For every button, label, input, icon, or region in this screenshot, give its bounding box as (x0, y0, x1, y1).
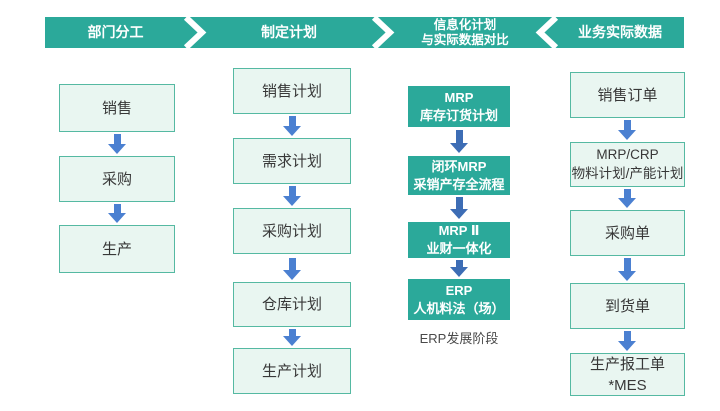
down-arrow (618, 258, 636, 281)
flow-box-label: MRP Ⅱ (438, 223, 480, 239)
flow-box-production: 生产 (59, 225, 175, 273)
flow-box-sales: 销售 (59, 84, 175, 132)
flow-box-label: 生产报工单 (589, 355, 665, 373)
flow-box-procurement: 采购 (59, 156, 175, 202)
flow-box-label: 采购单 (604, 224, 650, 242)
flow-box-sales-order: 销售订单 (570, 72, 685, 118)
flow-box-label: MRP/CRP (596, 146, 659, 162)
down-arrow (283, 258, 301, 280)
flow-box-label: 到货单 (604, 297, 650, 315)
down-arrow (450, 130, 468, 153)
down-arrow (618, 189, 636, 208)
flow-box-production-plan: 生产计划 (233, 348, 351, 394)
header-segment-label-line2: 与实际数据对比 (421, 32, 509, 47)
flow-box-purchase-plan: 采购计划 (233, 208, 351, 254)
flow-box-label-line2: 库存订货计划 (419, 107, 498, 123)
flow-box-label: MRP (444, 89, 474, 105)
flow-box-label-line2: *MES (608, 376, 647, 394)
flow-box-closed-loop-mrp: 闭环MRP 采销产存全流程 (408, 156, 510, 195)
flow-box-label: 销售 (101, 99, 132, 117)
down-arrow (450, 197, 468, 219)
flow-box-label: 销售计划 (261, 82, 322, 100)
header-segment-actual-data: 业务实际数据 (556, 17, 684, 48)
flow-box-label: 生产计划 (261, 362, 322, 380)
header-segment-departments: 部门分工 (45, 17, 186, 48)
header-segment-make-plans: 制定计划 (204, 17, 374, 48)
flow-box-purchase-order: 采购单 (570, 210, 685, 256)
header-segment-label: 信息化计划 (433, 17, 497, 32)
flow-box-label: 仓库计划 (261, 296, 322, 313)
down-arrow (283, 116, 301, 136)
header-segment-label: 制定计划 (261, 24, 317, 40)
flow-box-warehouse-plan: 仓库计划 (233, 282, 351, 327)
header-segment-label: 业务实际数据 (578, 24, 662, 40)
down-arrow (108, 204, 126, 223)
flow-box-demand-plan: 需求计划 (233, 138, 351, 184)
flow-box-arrival-order: 到货单 (570, 283, 685, 329)
down-arrow (283, 186, 301, 206)
down-arrow (618, 120, 636, 140)
down-arrow (450, 260, 468, 277)
flow-box-label-line2: 物料计划/产能计划 (571, 165, 684, 181)
flow-box-label: ERP (445, 282, 473, 298)
down-arrow (108, 134, 126, 154)
header-segment-label: 部门分工 (87, 24, 144, 40)
flow-box-label: 需求计划 (261, 152, 322, 170)
flow-box-label: 采购计划 (261, 222, 322, 240)
flow-box-label: 闭环MRP (431, 158, 487, 174)
flow-box-erp: ERP 人机料法（场） (408, 279, 510, 320)
flow-box-label-line2: 业财一体化 (426, 241, 492, 256)
flow-box-label-line2: 采销产存全流程 (413, 176, 505, 192)
flow-box-label: 生产 (101, 240, 132, 258)
flow-box-sales-plan: 销售计划 (233, 68, 351, 114)
flow-box-mrp2: MRP Ⅱ 业财一体化 (408, 222, 510, 258)
flow-box-label: 采购 (101, 170, 132, 188)
down-arrow (618, 331, 636, 351)
down-arrow (283, 329, 301, 346)
header-chevron-bar (45, 15, 684, 50)
flow-box-mrp: MRP 库存订货计划 (408, 86, 510, 127)
flow-box-label: 销售订单 (597, 86, 658, 104)
erp-stage-caption: ERP发展阶段 (419, 330, 499, 346)
flow-box-mrp-crp: MRP/CRP 物料计划/产能计划 (570, 142, 685, 187)
flow-box-label-line2: 人机料法（场） (413, 300, 505, 316)
header-segment-plan-vs-actual: 信息化计划 与实际数据对比 (390, 17, 540, 48)
flow-box-production-report: 生产报工单 *MES (570, 353, 685, 396)
